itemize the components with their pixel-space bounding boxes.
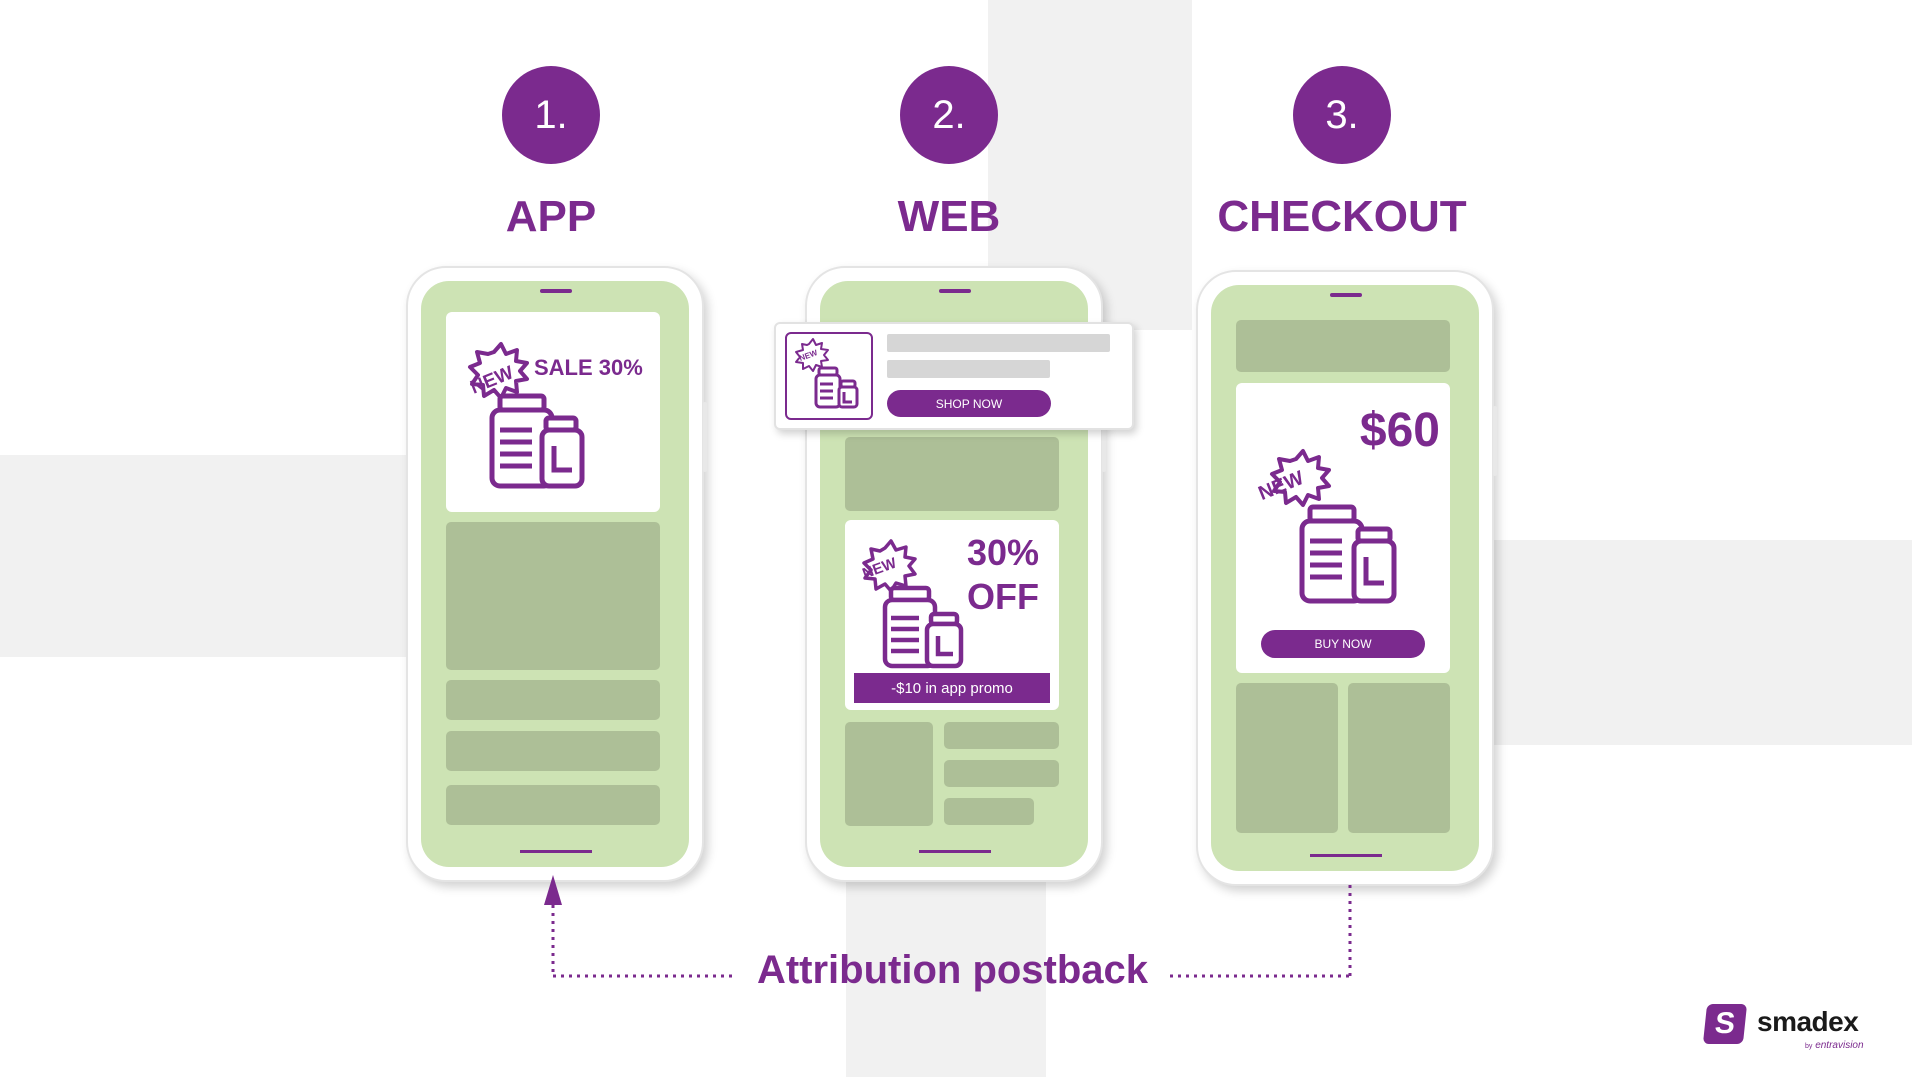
content-row xyxy=(446,680,660,720)
logo-letter: S xyxy=(1713,1007,1737,1040)
notification-thumbnail: NEW xyxy=(785,332,873,420)
promo-bar[interactable]: -$10 in app promo xyxy=(854,673,1050,703)
notification-subtitle-placeholder xyxy=(887,360,1050,378)
content-row xyxy=(446,785,660,825)
home-indicator xyxy=(520,850,592,853)
logo-wordmark: smadex xyxy=(1757,1006,1859,1037)
smadex-logo: S smadex by entravision xyxy=(1702,1004,1885,1056)
phone-notch xyxy=(1330,293,1362,297)
supplement-jars-icon xyxy=(795,338,859,409)
step-3-circle: 3. xyxy=(1293,66,1391,164)
home-indicator xyxy=(919,850,991,853)
step-3-title: CHECKOUT xyxy=(1217,192,1467,241)
logo-by: by xyxy=(1805,1043,1813,1050)
phone-side-button xyxy=(703,402,707,472)
background-band-right xyxy=(1490,540,1912,745)
content-row xyxy=(944,798,1034,825)
content-block xyxy=(845,722,933,826)
buy-now-button[interactable]: BUY NOW xyxy=(1261,630,1425,658)
logo-byline: by entravision xyxy=(1805,1040,1864,1051)
step-3-number: 3. xyxy=(1325,92,1359,137)
step-2-number: 2. xyxy=(932,92,966,137)
step-1-number: 1. xyxy=(534,92,568,137)
price-text: $60 xyxy=(1359,404,1440,457)
content-row xyxy=(944,760,1059,787)
step-2-circle: 2. xyxy=(900,66,998,164)
step-2-title: WEB xyxy=(897,192,1001,241)
content-row xyxy=(446,731,660,771)
app-phone: NEW SALE 30% xyxy=(406,266,707,882)
checkout-screen: $60 NEW BUY NOW xyxy=(1211,285,1479,871)
phone-notch xyxy=(540,289,572,293)
supplement-jars-icon xyxy=(468,342,585,489)
web-offer-card[interactable]: NEW 30% OFF -$10 in app promo xyxy=(845,520,1059,710)
logo-mark: S xyxy=(1702,1004,1748,1044)
content-block xyxy=(446,522,660,670)
content-block xyxy=(1348,683,1450,833)
home-indicator xyxy=(1310,854,1382,857)
checkout-product-card[interactable]: $60 NEW BUY NOW xyxy=(1236,383,1450,673)
content-row xyxy=(944,722,1059,749)
phone-side-button xyxy=(1493,406,1497,476)
content-row xyxy=(1236,320,1450,372)
app-screen: NEW SALE 30% xyxy=(421,281,689,867)
sale-text: SALE 30% xyxy=(534,355,643,380)
supplement-jars-icon xyxy=(1270,449,1397,604)
background-band-left xyxy=(0,455,430,657)
web-notification[interactable]: NEW SHOP NOW xyxy=(774,322,1134,430)
content-block xyxy=(1236,683,1338,833)
phone-notch xyxy=(939,289,971,293)
discount-percent: 30% xyxy=(967,532,1040,573)
phone-side-button xyxy=(1102,402,1106,472)
content-block xyxy=(845,437,1059,511)
discount-off: OFF xyxy=(967,576,1039,617)
shop-now-button[interactable]: SHOP NOW xyxy=(887,390,1051,417)
step-1-circle: 1. xyxy=(502,66,600,164)
checkout-phone: $60 NEW BUY NOW xyxy=(1196,270,1497,886)
attribution-label: Attribution postback xyxy=(756,948,1149,992)
supplement-jars-icon xyxy=(862,539,964,669)
app-ad-card[interactable]: NEW SALE 30% xyxy=(446,312,660,512)
step-1-title: APP xyxy=(505,192,597,241)
logo-parent: entravision xyxy=(1815,1040,1864,1051)
notification-title-placeholder xyxy=(887,334,1110,352)
